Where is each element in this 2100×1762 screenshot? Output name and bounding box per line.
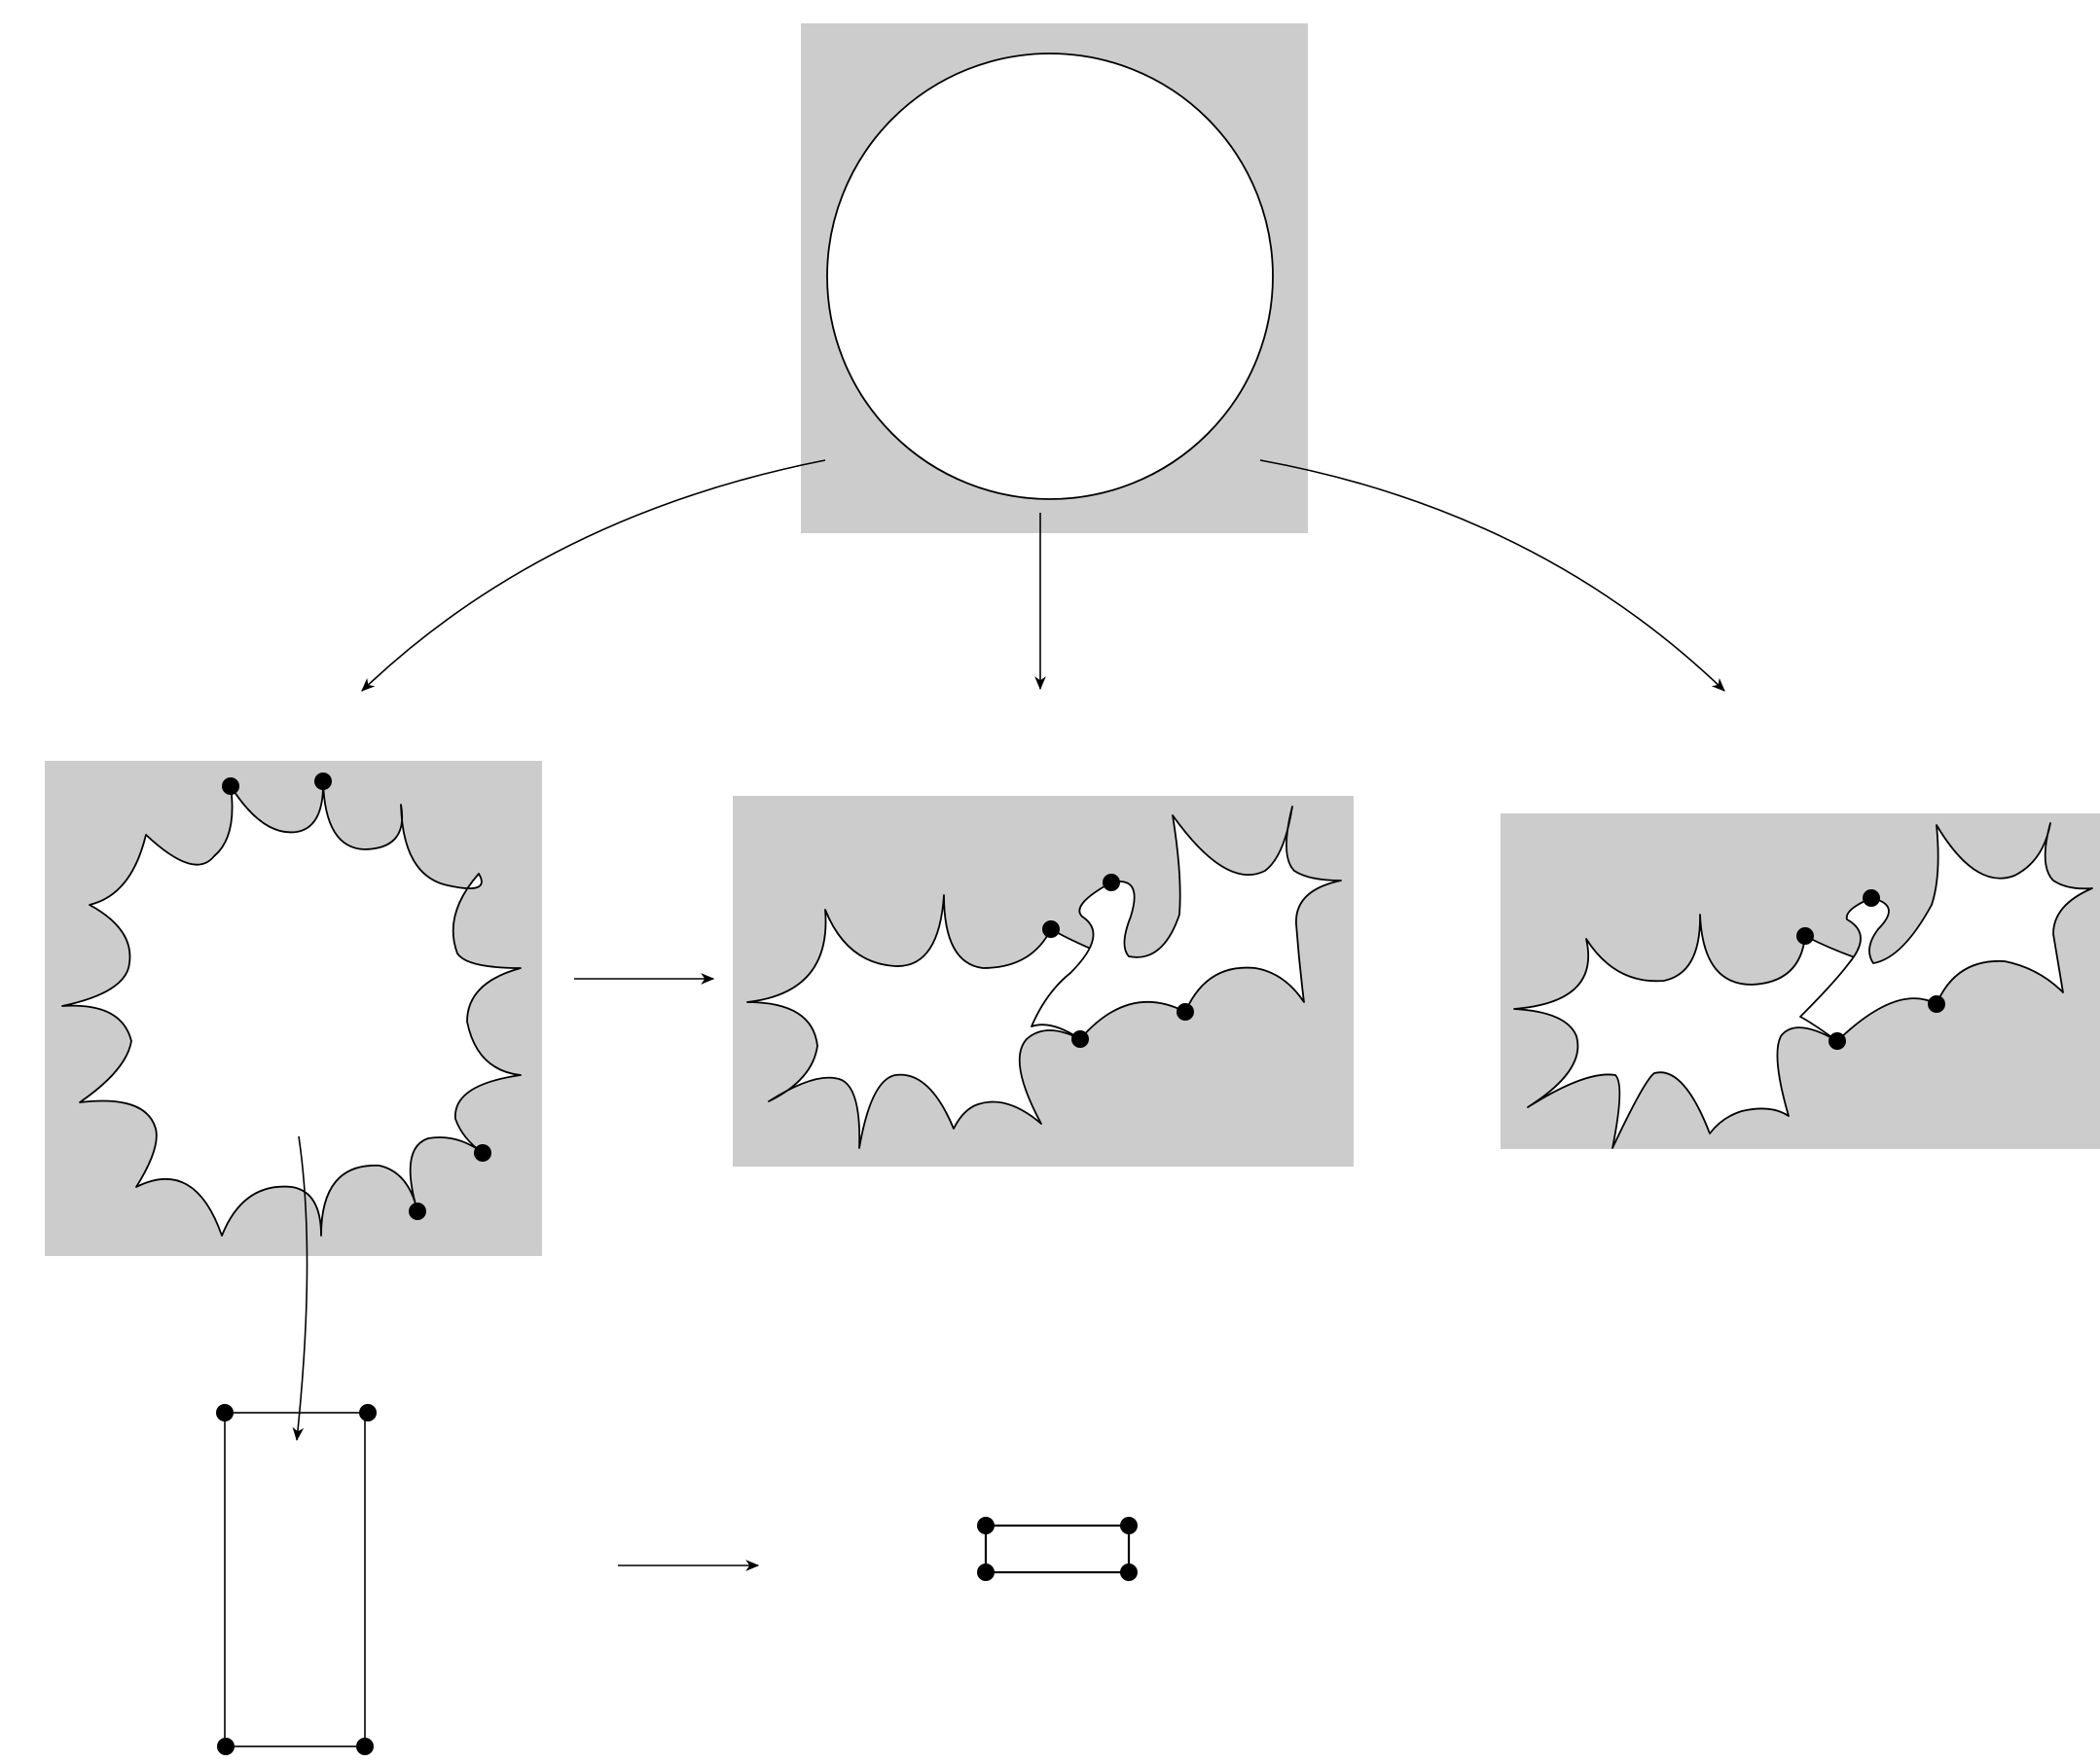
tall-rectangle-graph [216,1404,377,1755]
marked-point [314,773,332,790]
arrow-disk-to-split-right [1259,459,1725,692]
marked-point [1042,920,1060,938]
arrow-scalloped-to-tall-graph [292,1135,308,1442]
marked-point [1071,1030,1089,1048]
right-hole [1799,822,2093,1042]
marked-point [222,777,239,795]
marked-point [474,1144,491,1162]
marked-point [1863,889,1880,907]
arrow-disk-to-scalloped [361,459,826,692]
right-hole [1031,806,1342,1040]
graph-edges [984,1524,1131,1574]
graph-vertex [977,1564,995,1581]
graph-edges [224,1412,366,1747]
split-panel-middle [733,796,1354,1167]
marked-point [409,1203,426,1220]
split-panel-right [1501,813,2100,1149]
graph-vertex [1120,1517,1138,1534]
scalloped-panel [45,761,542,1256]
graph-vertex [356,1738,374,1755]
graph-vertex [359,1404,377,1421]
marked-point [1177,1003,1194,1021]
scalloped-hole [61,780,522,1237]
marked-point [1828,1032,1846,1050]
marked-point [1928,995,1945,1013]
graph-vertex [1120,1564,1138,1581]
disk-panel [801,23,1308,533]
graph-vertex [977,1517,995,1534]
graph-vertex [216,1404,234,1421]
graph-vertex [217,1738,235,1755]
marked-point [1796,927,1814,945]
marked-point [1103,874,1120,891]
flat-rectangle-graph [977,1517,1138,1581]
round-hole [826,53,1274,500]
